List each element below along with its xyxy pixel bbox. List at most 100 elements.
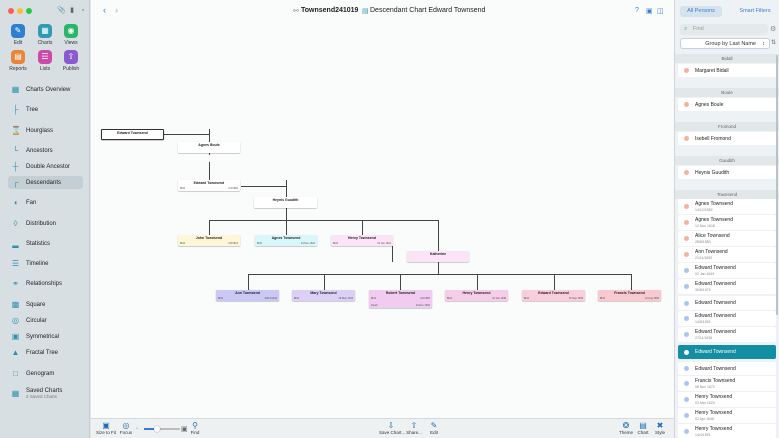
list-item[interactable]: Henry Townsend 03 Mar 1620	[678, 392, 776, 407]
list-item[interactable]: Alice Townsend 28/8/1580	[678, 231, 776, 246]
person-card[interactable]: Henry Townsend Birth 10 Jan 1648	[445, 290, 508, 301]
person-card[interactable]: John Townsend Birth 1/8/1613	[178, 235, 240, 246]
sidebar-item-saved-charts[interactable]: ▦ Saved Charts 2 Saved Charts	[8, 385, 83, 401]
list-item-selected[interactable]: Edward Townsend	[678, 345, 776, 359]
back-icon[interactable]: ‹	[103, 5, 106, 15]
help-icon[interactable]: ?	[635, 7, 639, 14]
list-item[interactable]: Edward Townsend 27/11/1636	[678, 327, 776, 342]
minimize-window-button[interactable]	[17, 8, 23, 14]
person-card[interactable]: Agnes Townsend Birth 14 Nov 1610	[255, 235, 317, 246]
zoom-window-button[interactable]	[26, 8, 32, 14]
list-item[interactable]: Ann Townsend 21/11/1652	[678, 247, 776, 262]
quick-edit-button[interactable]: ✎ Edit	[7, 24, 29, 46]
connector-line	[286, 206, 287, 220]
person-card[interactable]: Katherine	[407, 251, 469, 262]
person-card[interactable]: Heynis Guudith	[254, 197, 317, 208]
tab-all-persons[interactable]: All Persons	[680, 6, 722, 17]
zoom-slider-knob[interactable]	[153, 425, 160, 432]
person-card[interactable]: Henry Townsend Birth 31 Jan 1621	[331, 235, 393, 246]
connector-line	[209, 220, 438, 221]
chart-canvas[interactable]: Edward Townsend Agnes Boule Edward Towns…	[91, 22, 674, 418]
chart-button[interactable]: ▤ Chart	[636, 421, 650, 435]
person-card[interactable]: Edward Townsend Birth 1/3/1582	[178, 180, 240, 191]
sidebar-item-tree[interactable]: ├ Tree	[8, 103, 83, 116]
quick-publish-button[interactable]: ⇧ Publish	[60, 50, 82, 72]
paperclip-icon[interactable]: 📎	[57, 7, 66, 14]
quick-views-button[interactable]: ◉ Views	[60, 24, 82, 46]
find-button[interactable]: ⚲ Find	[188, 421, 202, 435]
list-item[interactable]: Henry Townsend 02 Apr 1648	[678, 408, 776, 423]
person-card[interactable]: Ann Townsend Birth 20/11/1642	[216, 290, 279, 301]
sidebar-item-descendants[interactable]: ┌ Descendants	[8, 176, 83, 189]
zoom-slider[interactable]	[144, 425, 180, 432]
sidebar-item-fan[interactable]: ◖ Fan	[8, 196, 83, 209]
list-item[interactable]: Edward Townsend	[678, 362, 776, 375]
sidebar-item-ancestors[interactable]: └ Ancestors	[8, 144, 83, 157]
list-item[interactable]: Edward Townsend 02 Jan 1649	[678, 263, 776, 278]
bookmark-icon[interactable]: ▮	[70, 7, 74, 14]
list-item[interactable]: Agnes Townsend 12 Nov 1618	[678, 215, 776, 230]
list-item[interactable]: Edward Townsend 30/8/1579	[678, 279, 776, 294]
close-window-button[interactable]	[8, 8, 14, 14]
list-scrollbar[interactable]	[776, 55, 778, 315]
style-button[interactable]: ✖ Style	[653, 421, 667, 435]
sidebar-item-statistics[interactable]: ▂ Statistics	[8, 237, 83, 250]
sidebar-item-fractal-tree[interactable]: ▲ Fractal Tree	[8, 346, 83, 359]
person-date: 27/11/1636	[695, 336, 713, 340]
list-item[interactable]: Edward Townsend 14/5/1592	[678, 311, 776, 326]
list-item[interactable]: Heynis Guudith	[678, 166, 776, 179]
sidebar-item-charts-overview[interactable]: ▦ Charts Overview	[8, 83, 83, 96]
connector-line	[438, 262, 439, 274]
group-by-select[interactable]: Group by Last Name ↕	[680, 38, 770, 49]
forward-icon[interactable]: ›	[115, 5, 118, 15]
quick-reports-button[interactable]: ▤ Reports	[7, 50, 29, 72]
sidebar-item-square[interactable]: ▩ Square	[8, 298, 83, 311]
person-female-icon	[684, 220, 689, 225]
sidebar-item-timeline[interactable]: ☰ Timeline	[8, 257, 83, 270]
sidebar-item-symmetrical[interactable]: ▣ Symmetrical	[8, 330, 83, 343]
person-card[interactable]: Agnes Boule	[178, 142, 240, 153]
list-item[interactable]: Henry Townsend 14/4/1591	[678, 424, 776, 438]
sidebar-item-relationships[interactable]: ⚭ Relationships	[8, 277, 83, 290]
person-card[interactable]: Edward Townsend	[101, 129, 164, 140]
quick-charts-button[interactable]: ▦ Charts	[34, 24, 56, 46]
save-chart-button[interactable]: ⇩ Save Chart...	[379, 421, 406, 435]
focus-button[interactable]: ◎ Focus	[118, 421, 134, 435]
sidebar-item-double-ancestor[interactable]: ┼ Double Ancestor	[8, 160, 83, 173]
person-card[interactable]: Robert Townsend Birth 2/2/1650 Death 24 …	[369, 290, 432, 308]
sidebar-right-icon[interactable]: ◫	[657, 8, 664, 15]
search-input[interactable]: Find	[680, 24, 768, 35]
tab-smart-filters[interactable]: Smart Filters	[739, 8, 771, 14]
person-male-icon	[684, 381, 689, 386]
list-item[interactable]: Edward Townsend	[678, 296, 776, 310]
gear-icon[interactable]: ⚙	[770, 26, 777, 33]
sort-icon[interactable]: ⇅	[771, 40, 777, 46]
zoom-in-icon[interactable]: ▣	[181, 426, 188, 433]
zoom-out-icon[interactable]: ▫	[136, 426, 138, 432]
share-button[interactable]: ⇧ Share...	[406, 421, 422, 435]
sidebar-item-hourglass[interactable]: ⌛ Hourglass	[8, 124, 83, 137]
edit-button[interactable]: ✎ Edit	[427, 421, 441, 435]
list-item[interactable]: Margaret Bidall	[678, 64, 776, 77]
sidebar-item-label: Tree	[26, 106, 39, 113]
quick-label: Views	[64, 40, 78, 46]
list-item[interactable]: Isebell Fromond	[678, 132, 776, 145]
layout-icon[interactable]: ▣	[646, 8, 653, 15]
list-item[interactable]: Agnes Townsend 14/12/1582	[678, 199, 776, 214]
sidebar-item-distribution[interactable]: ◊ Distribution	[8, 217, 83, 230]
quick-lists-button[interactable]: ☰ Lists	[34, 50, 56, 72]
size-to-fit-button[interactable]: ▣ Size to Fit	[96, 421, 116, 435]
sidebar-toggle-icon[interactable]: ▫	[81, 7, 85, 14]
connector-line	[248, 274, 631, 275]
card-name: John Townsend	[195, 236, 223, 240]
bottombar-label: Save Chart...	[379, 430, 406, 435]
list-item[interactable]: Agnes Boule	[678, 98, 776, 111]
sidebar-item-circular[interactable]: ◎ Circular	[8, 314, 83, 327]
person-card[interactable]: Mary Townsend Birth 29 May 1643	[292, 290, 355, 301]
theme-button[interactable]: ❂ Theme	[618, 421, 634, 435]
sidebar-item-genogram[interactable]: □ Genogram	[8, 367, 83, 380]
charts-icon: ▦	[38, 24, 52, 38]
person-card[interactable]: Edward Townsend Birth 15 Sep 1645	[522, 290, 585, 301]
person-card[interactable]: Francis Townsend Birth 12 Aug 1655	[598, 290, 661, 301]
list-item[interactable]: Francis Townsend 08 Nov 1672	[678, 376, 776, 391]
